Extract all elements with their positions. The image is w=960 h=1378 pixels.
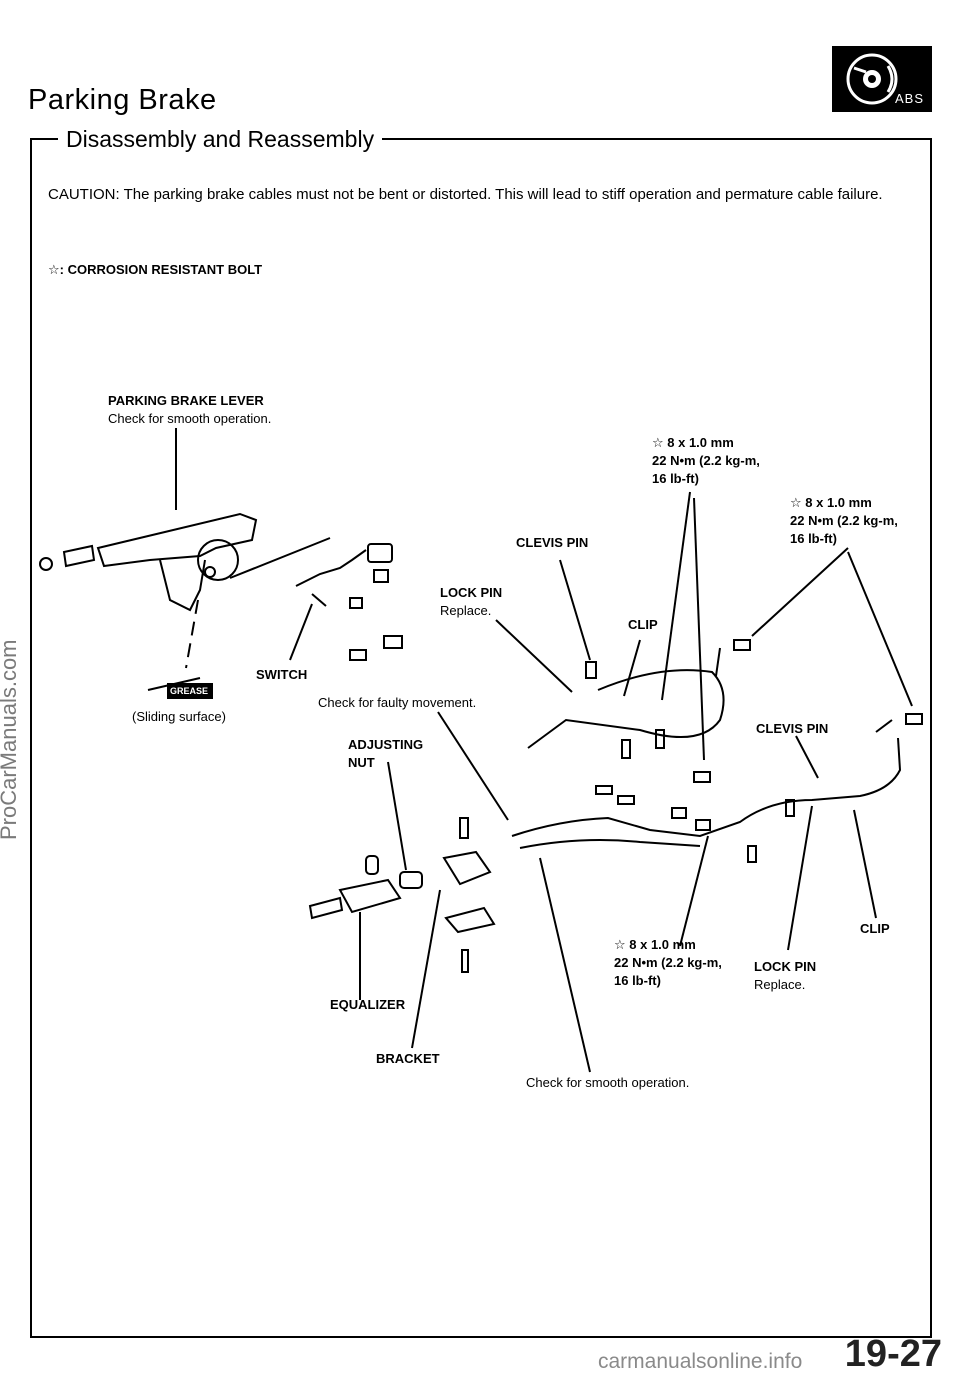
side-watermark: ProCarManuals.com	[0, 639, 21, 840]
legend: ☆: CORROSION RESISTANT BOLT	[48, 262, 262, 278]
grease-label: GREASE	[170, 686, 209, 696]
label-sliding-surface: (Sliding surface)	[132, 709, 226, 724]
brake-cables	[511, 647, 902, 849]
section-title: Disassembly and Reassembly	[58, 126, 383, 153]
label-clevis-pin-1: CLEVIS PIN	[516, 535, 589, 550]
parking-brake-lever-note: Check for smooth operation.	[108, 411, 272, 426]
label-clip-2: CLIP	[860, 921, 890, 936]
label-lock-pin-2: LOCK PIN Replace.	[754, 958, 816, 994]
lock-pin-1-title: LOCK PIN	[440, 585, 503, 600]
label-bracket: BRACKET	[376, 1051, 440, 1066]
torque-bottom-line-2: 22 N•m (2.2 kg-m,	[614, 955, 722, 970]
page-number: 19-27	[844, 1333, 942, 1375]
lock-pin-2-title: LOCK PIN	[754, 959, 817, 974]
star-icon: ☆	[48, 262, 60, 277]
abs-badge-label: ABS	[894, 91, 924, 106]
label-torque-top: ☆ 8 x 1.0 mm 22 N•m (2.2 kg-m, 16 lb-ft)	[652, 434, 760, 488]
label-clevis-pin-2: CLEVIS PIN	[756, 721, 829, 736]
caution-text: CAUTION: The parking brake cables must n…	[48, 186, 883, 203]
label-torque-bottom: ☆ 8 x 1.0 mm 22 N•m (2.2 kg-m, 16 lb-ft)	[614, 936, 722, 990]
lock-pin-1-note: Replace.	[440, 603, 492, 618]
grease-tube	[147, 677, 213, 699]
parking-brake-lever-title: PARKING BRAKE LEVER	[108, 393, 264, 408]
abs-badge: ABS	[832, 46, 932, 112]
torque-top-line-2: 22 N•m (2.2 kg-m,	[652, 453, 760, 468]
legend-text: : CORROSION RESISTANT BOLT	[59, 262, 263, 277]
torque-right-line-1: ☆ 8 x 1.0 mm	[790, 495, 872, 510]
switch-assembly	[295, 543, 403, 661]
torque-bottom-line-3: 16 lb-ft)	[614, 973, 661, 988]
label-lock-pin-1: LOCK PIN Replace.	[440, 584, 502, 620]
label-torque-right: ☆ 8 x 1.0 mm 22 N•m (2.2 kg-m, 16 lb-ft)	[790, 494, 898, 548]
bolts	[585, 639, 923, 863]
adjusting-nut-line-2: NUT	[348, 755, 375, 770]
label-parking-brake-lever: PARKING BRAKE LEVER Check for smooth ope…	[108, 392, 271, 428]
content-frame	[30, 138, 932, 1338]
lock-pin-2-note: Replace.	[754, 977, 806, 992]
leader-lines	[175, 428, 913, 1073]
abs-disc-icon	[846, 53, 898, 105]
label-clip-1: CLIP	[628, 617, 658, 632]
parking-brake-lever	[39, 512, 331, 612]
adjusting-nut-line-1: ADJUSTING	[348, 737, 424, 752]
torque-top-line-1: ☆ 8 x 1.0 mm	[652, 435, 734, 450]
torque-right-line-2: 22 N•m (2.2 kg-m,	[790, 513, 898, 528]
page-title: Parking Brake	[28, 84, 217, 116]
label-cable-note: Check for smooth operation.	[526, 1075, 690, 1090]
equalizer-bracket	[308, 817, 496, 973]
label-switch: SWITCH	[256, 667, 308, 682]
label-adjusting-nut: ADJUSTING NUT	[348, 736, 423, 772]
torque-top-line-3: 16 lb-ft)	[652, 471, 699, 486]
label-faulty-movement: Check for faulty movement.	[318, 695, 477, 710]
torque-right-line-3: 16 lb-ft)	[790, 531, 837, 546]
torque-bottom-line-1: ☆ 8 x 1.0 mm	[614, 937, 696, 952]
label-equalizer: EQUALIZER	[330, 997, 406, 1012]
bottom-watermark: carmanualsonline.info	[598, 1350, 803, 1373]
